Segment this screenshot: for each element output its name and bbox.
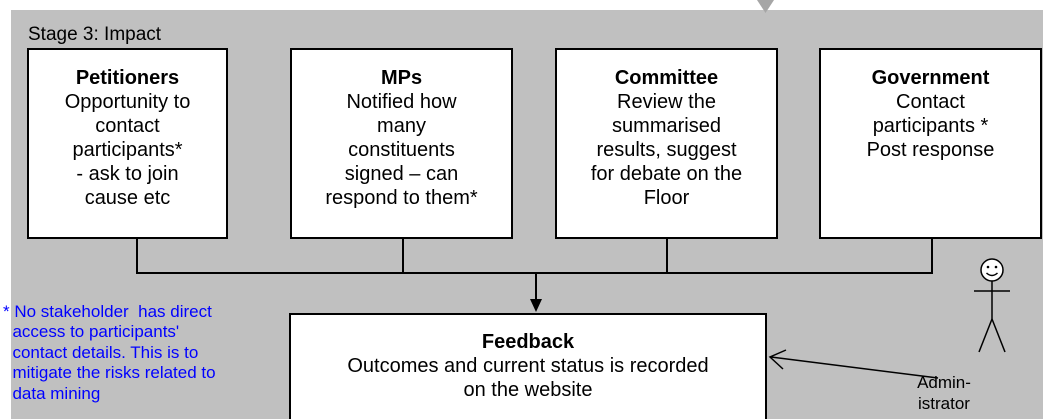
feedback-text: Outcomes and current status is recorded … xyxy=(347,355,709,401)
mps-box: MPs Notified how many constituents signe… xyxy=(290,48,513,239)
stage-label: Stage 3: Impact xyxy=(28,24,162,45)
government-box: Government Contact participants * Post r… xyxy=(819,48,1042,239)
box-text: Notified how many constituents signed – … xyxy=(325,91,478,209)
box-title: Petitioners xyxy=(75,67,180,89)
stick-figure-icon xyxy=(974,258,1010,353)
feedback-box: Feedback Outcomes and current status is … xyxy=(289,313,767,419)
administrator-label: Admin- istrator xyxy=(917,373,971,413)
down-arrowhead-icon xyxy=(530,299,542,312)
box-title: Government xyxy=(871,67,990,89)
box-title: MPs xyxy=(380,67,423,89)
committee-box: Committee Review the summarised results,… xyxy=(555,48,778,239)
box-text: Contact participants * Post response xyxy=(866,91,995,161)
privacy-note: * No stakeholder has direct access to pa… xyxy=(3,302,216,403)
box-text: Review the summarised results, suggest f… xyxy=(590,91,743,209)
feedback-title: Feedback xyxy=(481,331,575,353)
petitioners-box: Petitioners Opportunity to contact parti… xyxy=(27,48,228,239)
box-text: Opportunity to contact participants* - a… xyxy=(64,91,191,209)
box-title: Committee xyxy=(614,67,719,89)
incoming-arrow-icon xyxy=(757,0,774,13)
admin-arrow xyxy=(768,349,939,379)
